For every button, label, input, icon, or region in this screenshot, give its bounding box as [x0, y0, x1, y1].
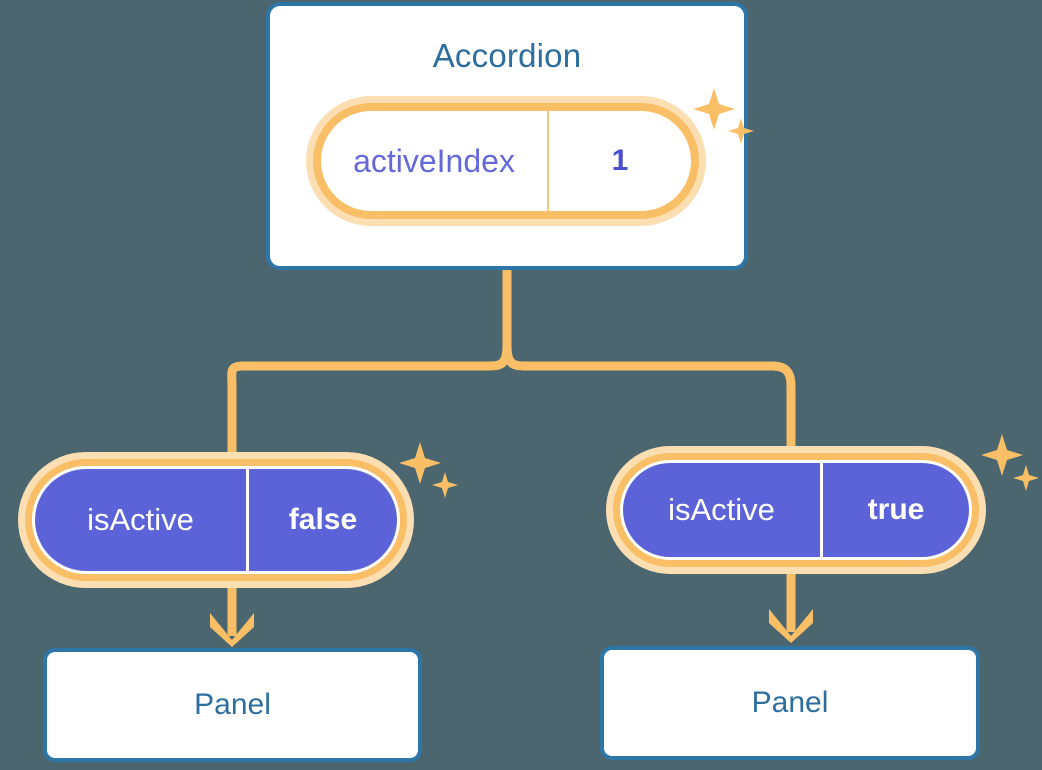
connector-branch-right: [502, 340, 796, 461]
panel-card-right[interactable]: Panel: [600, 646, 980, 760]
panel-card-left[interactable]: Panel: [43, 648, 422, 762]
panel-title: Panel: [194, 688, 271, 721]
panel-title: Panel: [751, 686, 829, 719]
arrow-down-icon-left: [210, 588, 254, 647]
accordion-title: Accordion: [432, 37, 582, 74]
prop-value-label: false: [288, 503, 358, 536]
state-pill-activeindex[interactable]: activeIndex 1: [306, 96, 706, 226]
arrow-down-icon-right: [769, 574, 813, 643]
state-value-label: 1: [611, 144, 629, 177]
pill-body: isActive false: [32, 466, 400, 574]
state-key-label: activeIndex: [321, 111, 549, 211]
pill-body: activeIndex 1: [321, 111, 691, 211]
prop-key-label: isActive: [623, 463, 823, 557]
prop-key-label: isActive: [35, 469, 249, 571]
prop-pill-isactive-true[interactable]: isActive true: [606, 446, 986, 574]
connector-branch-left: [227, 340, 512, 467]
prop-pill-isactive-false[interactable]: isActive false: [18, 452, 414, 588]
pill-body: isActive true: [620, 460, 972, 560]
prop-value-label: true: [867, 493, 925, 526]
sparkle-icon: [981, 434, 1039, 491]
